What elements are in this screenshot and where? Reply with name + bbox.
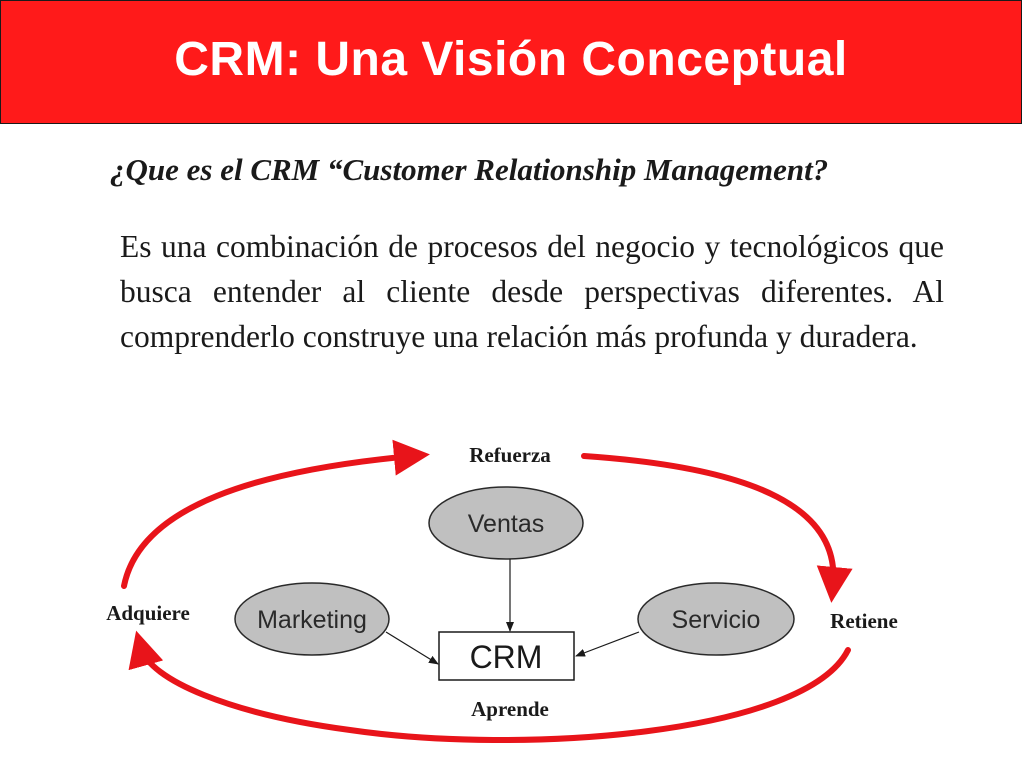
node-marketing xyxy=(234,582,390,656)
label-refuerza: Refuerza xyxy=(469,443,551,467)
cycle-arrow-adquiere-to-refuerza xyxy=(121,439,430,589)
node-servicio-label: Servicio xyxy=(672,606,761,634)
slide-title: CRM: Una Visión Conceptual xyxy=(174,32,848,86)
cycle-arrow-retiene-to-adquiere xyxy=(128,630,851,743)
cycle-arrow-refuerza-to-retiene xyxy=(581,453,853,603)
connector-marketing-to-crm xyxy=(385,631,439,665)
node-servicio xyxy=(637,582,795,656)
label-adquiere: Adquiere xyxy=(106,601,190,625)
node-marketing-label: Marketing xyxy=(257,606,367,634)
label-aprende: Aprende xyxy=(471,697,549,721)
node-crm-label: CRM xyxy=(470,639,543,675)
node-crm xyxy=(438,631,575,681)
title-bar: CRM: Una Visión Conceptual xyxy=(0,0,1022,124)
node-ventas xyxy=(428,486,584,560)
question-heading: ¿Que es el CRM “Customer Relationship Ma… xyxy=(110,152,829,187)
connector-servicio-to-crm xyxy=(575,631,640,657)
node-ventas-label: Ventas xyxy=(468,510,544,538)
label-retiene: Retiene xyxy=(830,609,898,633)
definition-paragraph: Es una combinación de procesos del negoc… xyxy=(120,229,944,354)
